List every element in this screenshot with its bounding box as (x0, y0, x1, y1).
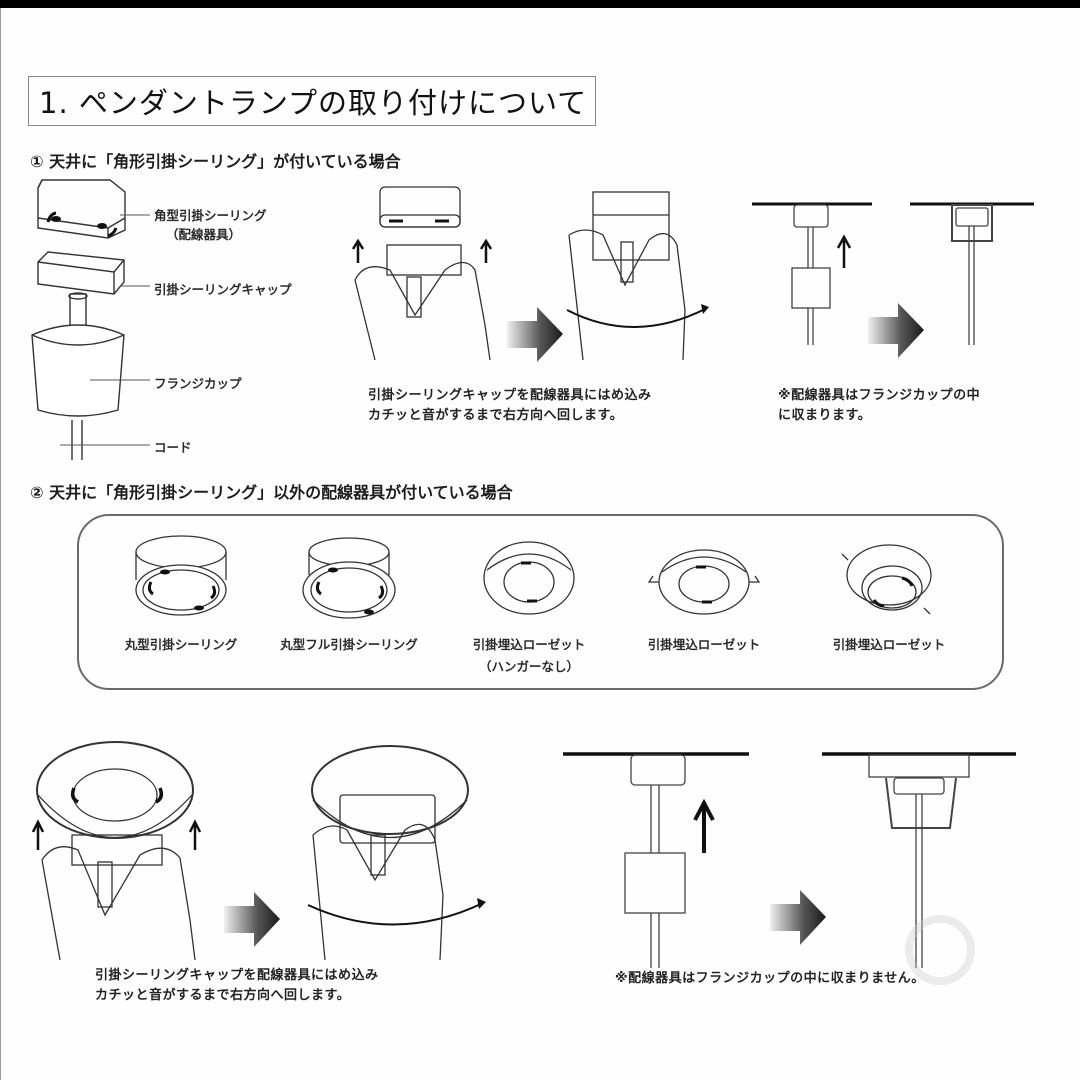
part-label-ceiling: 角型引掛シーリング (154, 208, 267, 223)
exploded-parts-diagram (31, 179, 126, 460)
top-border (0, 0, 1080, 8)
right-arrow-icon (224, 892, 280, 947)
recessed-rosette-icon (483, 541, 575, 615)
part-leader-lines (60, 214, 150, 446)
section1-step-caption: 引掛シーリングキャップを配線器具にはめ込み カチッと音がするまで右方向へ回します… (368, 388, 652, 423)
part-label-flange: フランジカップ (154, 376, 242, 391)
fixture-round-full-ceiling: 丸型フル引掛シーリング (269, 530, 429, 656)
round-hand-rotate-illustration (307, 745, 486, 961)
section1-note: ※配線器具はフランジカップの中 に収まります。 (778, 388, 981, 423)
section1-heading: ① 天井に「角形引掛シーリング」が付いている場合 (30, 152, 401, 171)
page-title: 1. ペンダントランプの取り付けについて (28, 76, 596, 126)
section2-heading: ② 天井に「角形引掛シーリング」以外の配線器具が付いている場合 (30, 483, 513, 502)
round-hand-insert-illustration (31, 741, 202, 961)
hand-rotate-illustration (566, 191, 709, 361)
fixture-types-panel: 丸型引掛シーリング 丸型フル引掛シーリング 引掛埋込ローゼット （ハンガーなし） (77, 514, 1004, 690)
right-arrow-icon (770, 890, 826, 945)
fixture-round-ceiling: 丸型引掛シーリング (101, 530, 261, 656)
section2-step-caption: 引掛シーリングキャップを配線器具にはめ込み カチッと音がするまで右方向へ回します… (95, 968, 379, 1003)
recessed-rosette-hanger-icon (647, 549, 761, 615)
hand-insert-illustration (351, 186, 493, 361)
part-label-cord: コード (154, 440, 192, 455)
recessed-rosette-deep-icon (841, 544, 932, 615)
side-view-before-2 (563, 752, 749, 968)
fixture-recessed-rosette: 引掛埋込ローゼット (624, 530, 784, 656)
part-sublabel-ceiling: （配線器具） (166, 227, 242, 242)
section2-note: ※配線器具はフランジカップの中に収まりません。 (615, 971, 925, 986)
watermark-logo (905, 915, 975, 985)
side-view-before (752, 202, 872, 345)
right-arrow-icon (507, 307, 563, 362)
round-ceiling-icon (135, 535, 227, 616)
side-view-after-2 (822, 752, 1016, 968)
round-full-ceiling-icon (302, 537, 396, 619)
right-arrow-icon (868, 303, 924, 358)
part-label-cap: 引掛シーリングキャップ (154, 282, 292, 297)
left-border (0, 8, 1, 1080)
fixture-recessed-rosette-2: 引掛埋込ローゼット (809, 530, 969, 656)
side-view-after (910, 202, 1034, 345)
fixture-recessed-rosette-no-hanger: 引掛埋込ローゼット （ハンガーなし） (449, 530, 609, 678)
